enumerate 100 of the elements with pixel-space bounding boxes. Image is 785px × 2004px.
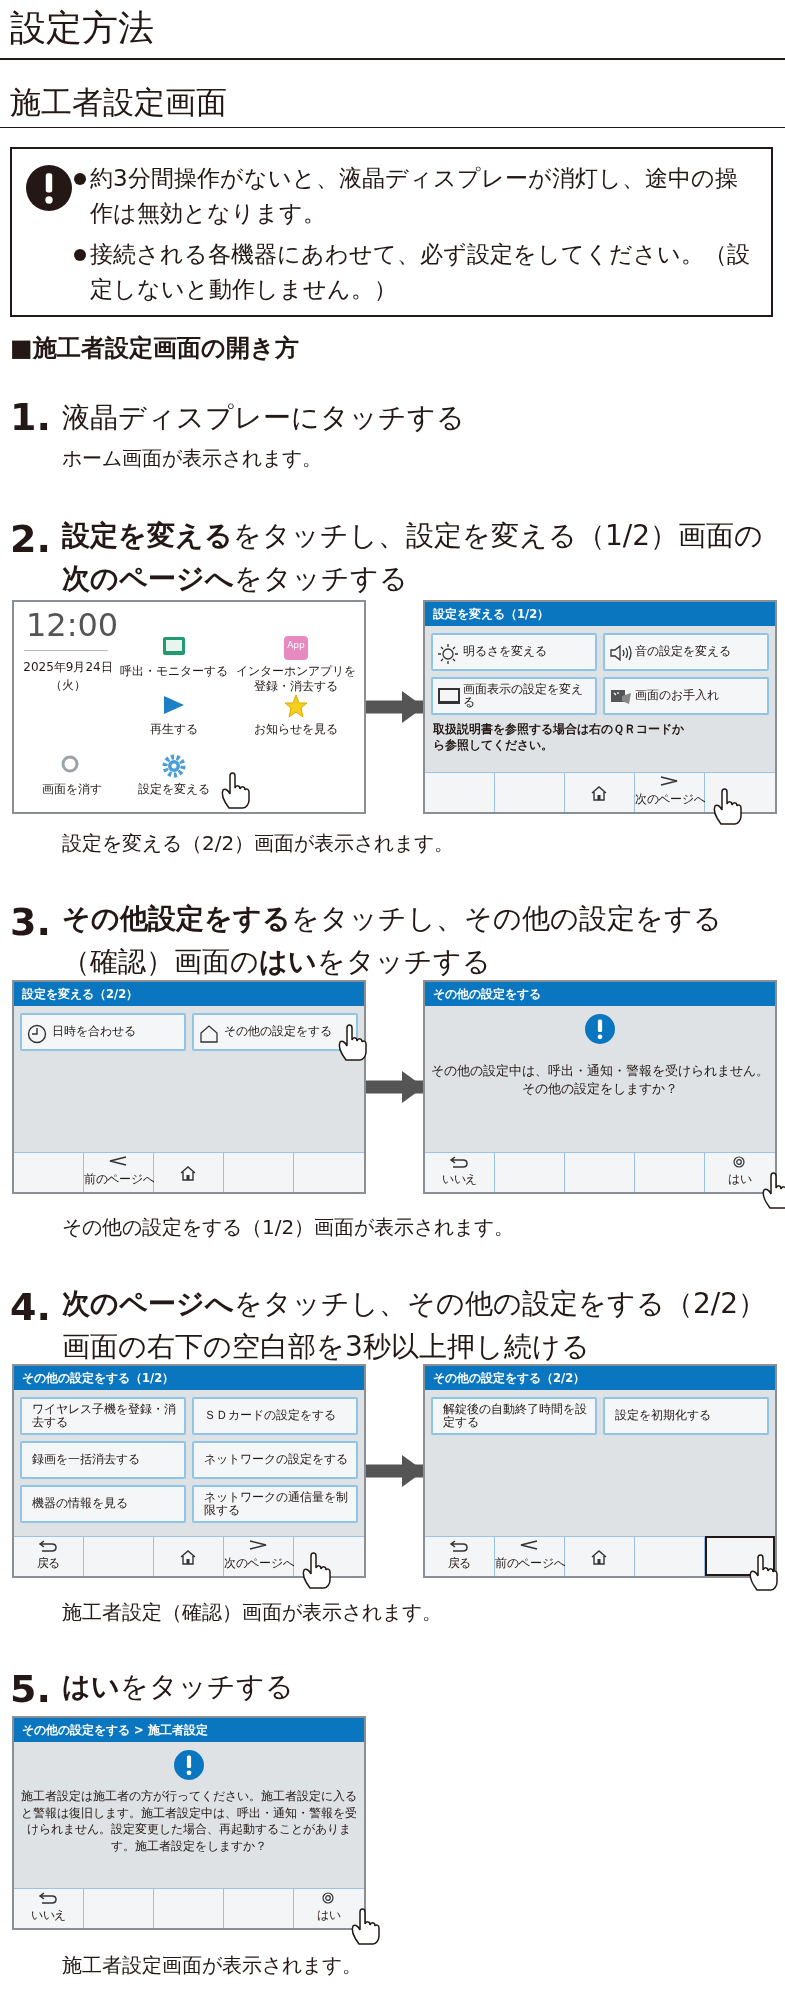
nav-cell [495,1152,565,1192]
clock-text: 12:00 [26,606,119,644]
arrow [366,691,424,723]
step-heading: 液晶ディスプレーにタッチする [62,400,466,436]
title-bar: その他の設定をする [425,982,775,1006]
icon-caption: App [286,640,306,650]
nav-cell [705,1536,775,1576]
menu-label: 呼出・モニターする [114,664,234,679]
menu-label: 再生する [114,722,234,737]
message-text: その他の設定中は、呼出・通知・警報を受けられません。その他の設定をしますか？ [430,1062,770,1099]
nav-cell [14,1152,84,1192]
nav-cell [14,1888,84,1928]
title-bar: 設定を変える（2/2） [14,982,364,1006]
menu-button [192,1441,358,1479]
nav-cell [425,772,495,812]
title-bar: その他の設定をする（2/2） [425,1366,775,1390]
title-bar: 設定を変える（1/2） [425,602,775,626]
button-label: 明るさを変える [463,645,548,659]
nav-cell [635,772,705,812]
button-label: ワイヤレス子機を登録・消去する [32,1402,177,1430]
nav-label: 戻る [35,1556,62,1571]
nav-cell [425,1152,495,1192]
nav-cell [635,1152,705,1192]
menu-button [192,1485,358,1523]
arrow [366,1071,424,1103]
nav-cell [84,1152,154,1192]
menu-button [20,1441,186,1479]
message-text: 施工者設定は施工者の方が行ってください。施工者設定に入ると警報は復旧します。施工者設定中は、呼出・通知・警報を受けられません。設定変更した場合、再起動することがあります。施工者設定をしますか？ [20,1788,358,1855]
nav-cell [495,772,565,812]
page-title: 設定方法 [10,6,154,50]
menu-label: インターホンアプリを登録・消去する [236,664,356,694]
result-text: 設定を変える（2/2）画面が表示されます。 [62,830,456,857]
date-text: 2025年9月24日（火） [22,659,114,694]
nav-cell [224,1536,294,1576]
step-number: 4. [10,1284,52,1331]
nav-cell [84,1888,154,1928]
menu-button [431,633,597,671]
button-label: 画面のお手入れ [635,689,720,703]
note-text: 取扱説明書を参照する場合は右のＱＲコードから参照してください。 [433,722,685,754]
button-label: その他の設定をする [224,1025,333,1039]
button-label: 解錠後の自動終了時間を設定する [443,1402,588,1430]
nav-cell [154,1152,224,1192]
button-label: 録画を一括消去する [32,1453,141,1467]
step-number: 3. [10,899,52,946]
button-label: ネットワークの通信量を制限する [204,1490,349,1518]
nav-label: いいえ [440,1172,479,1187]
nav-cell [565,1152,635,1192]
nav-cell [565,1536,635,1576]
nav-cell [565,772,635,812]
nav-label: いいえ [29,1908,68,1923]
menu-button [192,1397,358,1435]
button-label: 設定を初期化する [615,1409,712,1423]
menu-button [192,1013,358,1051]
step-heading: 設定を変えるをタッチし、設定を変える（1/2）画面の次のページへをタッチする [62,518,765,598]
title-bar: その他の設定をする > 施工者設定 [14,1718,364,1742]
nav-cell [705,1152,775,1192]
nav-label: 戻る [446,1556,473,1571]
result-text: その他の設定をする（1/2）画面が表示されます。 [62,1214,516,1241]
menu-button [431,677,597,715]
step-number: 5. [10,1666,52,1713]
nav-cell [294,1152,364,1192]
menu-button [431,1397,597,1435]
subsection-heading: ■施工者設定画面の開き方 [10,333,300,364]
button-label: 日時を合わせる [52,1025,137,1039]
button-label: 機器の情報を見る [32,1497,129,1511]
section-heading: 施工者設定画面 [10,83,228,122]
menu-label: お知らせを見る [236,722,356,737]
button-label: ＳＤカードの設定をする [204,1409,337,1423]
result-text: ホーム画面が表示されます。 [62,445,323,472]
step-heading: はいをタッチする [62,1669,295,1705]
step-heading: その他設定をするをタッチし、その他の設定をする（確認）画面のはいをタッチする [62,901,723,981]
nav-cell [425,1536,495,1576]
arrow [366,1455,424,1487]
nav-label: 次のページへ [224,1556,293,1571]
nav-cell [224,1152,294,1192]
nav-cell [495,1536,565,1576]
result-text: 施工者設定画面が表示されます。 [62,1952,363,1979]
button-label: 画面表示の設定を変える [463,682,584,710]
nav-cell [14,1536,84,1576]
result-text: 施工者設定（確認）画面が表示されます。 [62,1599,443,1626]
warning-text: 約3分間操作がないと、液晶ディスプレーが消灯し、途中の操作は無効となります。 [90,164,739,228]
menu-button [603,1397,769,1435]
step-number: 1. [10,394,52,441]
menu-button [20,1013,186,1051]
step-number: 2. [10,516,52,563]
device-screen [12,600,366,814]
nav-label: 前のページへ [84,1172,153,1187]
nav-cell [635,1536,705,1576]
nav-cell [154,1888,224,1928]
nav-label: 前のページへ [495,1556,564,1571]
nav-label: はい [727,1172,753,1187]
step-heading: 次のページへをタッチし、その他の設定をする（2/2）画面の右下の空白部を3秒以上押し続ける [62,1286,768,1366]
nav-label: 次のページへ [635,792,704,807]
device-screen [12,980,366,1194]
nav-cell [154,1536,224,1576]
button-label: ネットワークの設定をする [204,1453,349,1467]
button-label: 音の設定を変える [635,645,732,659]
menu-button [20,1485,186,1523]
warning-box [10,147,773,317]
menu-button [603,633,769,671]
